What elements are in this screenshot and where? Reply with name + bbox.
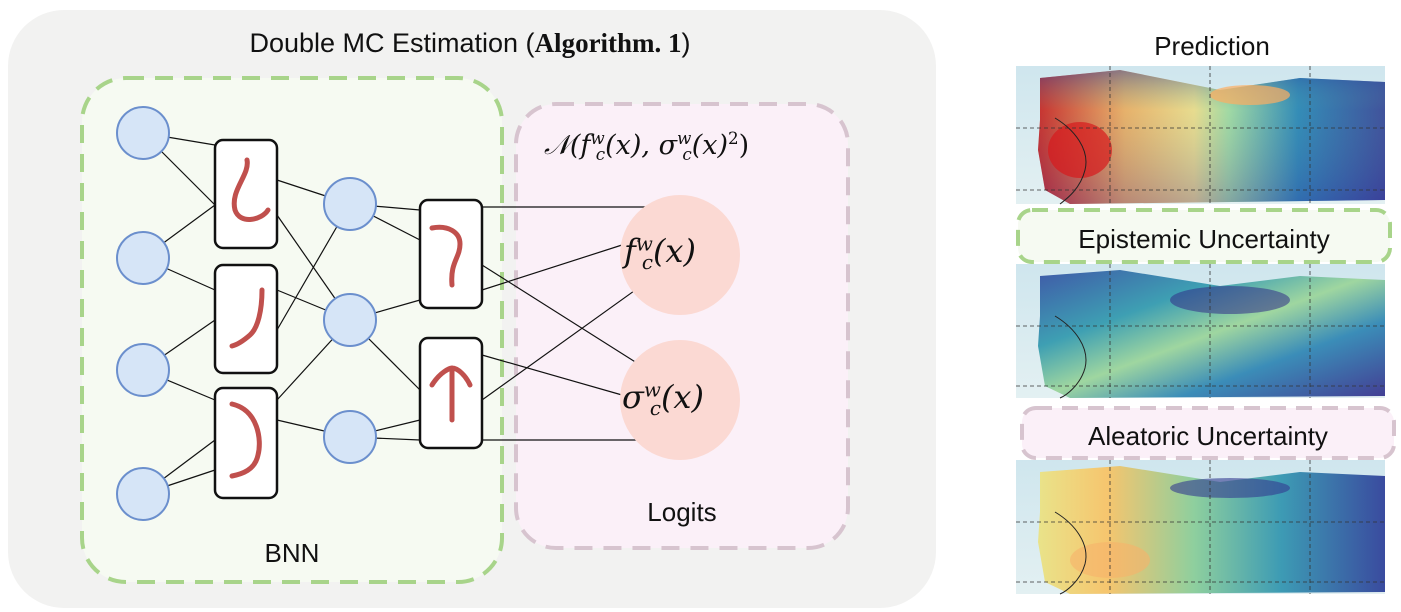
sigma-node-label: σwc(x) — [622, 378, 704, 420]
weight-box — [213, 386, 279, 500]
logits-region — [514, 102, 850, 550]
weight-layer-1 — [213, 138, 279, 500]
weight-box — [418, 198, 484, 310]
input-neuron — [116, 231, 170, 285]
logits-label: Logits — [647, 497, 717, 527]
distribution-suffix: (x) — [691, 130, 728, 161]
distribution-close: ) — [738, 130, 750, 161]
weight-curve — [231, 157, 271, 222]
sigma-sup: w — [643, 378, 661, 402]
aleatoric-map — [1016, 460, 1385, 595]
distribution-mean-sup: w — [590, 128, 605, 148]
mean-logit-node — [620, 195, 740, 315]
weight-box — [213, 263, 279, 375]
distribution-mean-sub: c — [595, 144, 606, 165]
input-layer — [116, 106, 170, 521]
sigma-arg: (x) — [660, 378, 704, 416]
epistemic-map — [1016, 264, 1385, 399]
sigma-sub: c — [649, 397, 661, 421]
mean-node-label: fwc(x) — [624, 232, 696, 274]
mean-sub: c — [641, 251, 653, 275]
sigma-logit-node — [620, 340, 740, 460]
hidden-neuron — [323, 410, 377, 464]
distribution-label: 𝒩(fwc(x), σwc(x)2) — [544, 128, 749, 164]
weight-curve — [429, 224, 463, 288]
distribution-square: 2 — [728, 128, 739, 148]
bnn-label: BNN — [264, 538, 320, 568]
input-neuron — [116, 106, 170, 160]
epistemic-tag-box — [1016, 208, 1392, 264]
hidden-neuron — [323, 293, 377, 347]
aleatoric-title: Aleatoric Uncertainty — [1088, 421, 1328, 451]
input-neuron — [116, 467, 170, 521]
weight-curve — [429, 365, 473, 423]
weight-box — [213, 138, 279, 250]
title-algorithm-ref: Algorithm. 1 — [534, 28, 682, 58]
distribution-middle: (x), σ — [605, 130, 677, 161]
aleatoric-tag-box — [1020, 406, 1396, 460]
mean-arg: (x) — [652, 232, 696, 270]
input-neuron — [116, 343, 170, 397]
mean-base: f — [624, 232, 636, 270]
distribution-sd-sup: w — [677, 128, 692, 148]
epistemic-title: Epistemic Uncertainty — [1078, 224, 1330, 254]
bnn-region — [80, 76, 504, 584]
hidden-layer — [323, 177, 377, 464]
distribution-sd-sub: c — [682, 144, 692, 165]
mean-sup: w — [635, 232, 653, 256]
prediction-map — [1016, 66, 1385, 205]
title-text: Double MC Estimation ( — [249, 28, 535, 58]
distribution-prefix: 𝒩(f — [544, 130, 591, 161]
title-close: ) — [681, 28, 691, 58]
prediction-title: Prediction — [1154, 31, 1270, 61]
diagram-title: Double MC Estimation (Algorithm. 1) — [0, 28, 940, 59]
weight-curve — [229, 287, 265, 349]
weight-curve — [229, 401, 262, 479]
hidden-neuron — [323, 177, 377, 231]
sigma-base: σ — [622, 378, 644, 416]
weight-layer-2 — [418, 198, 484, 450]
